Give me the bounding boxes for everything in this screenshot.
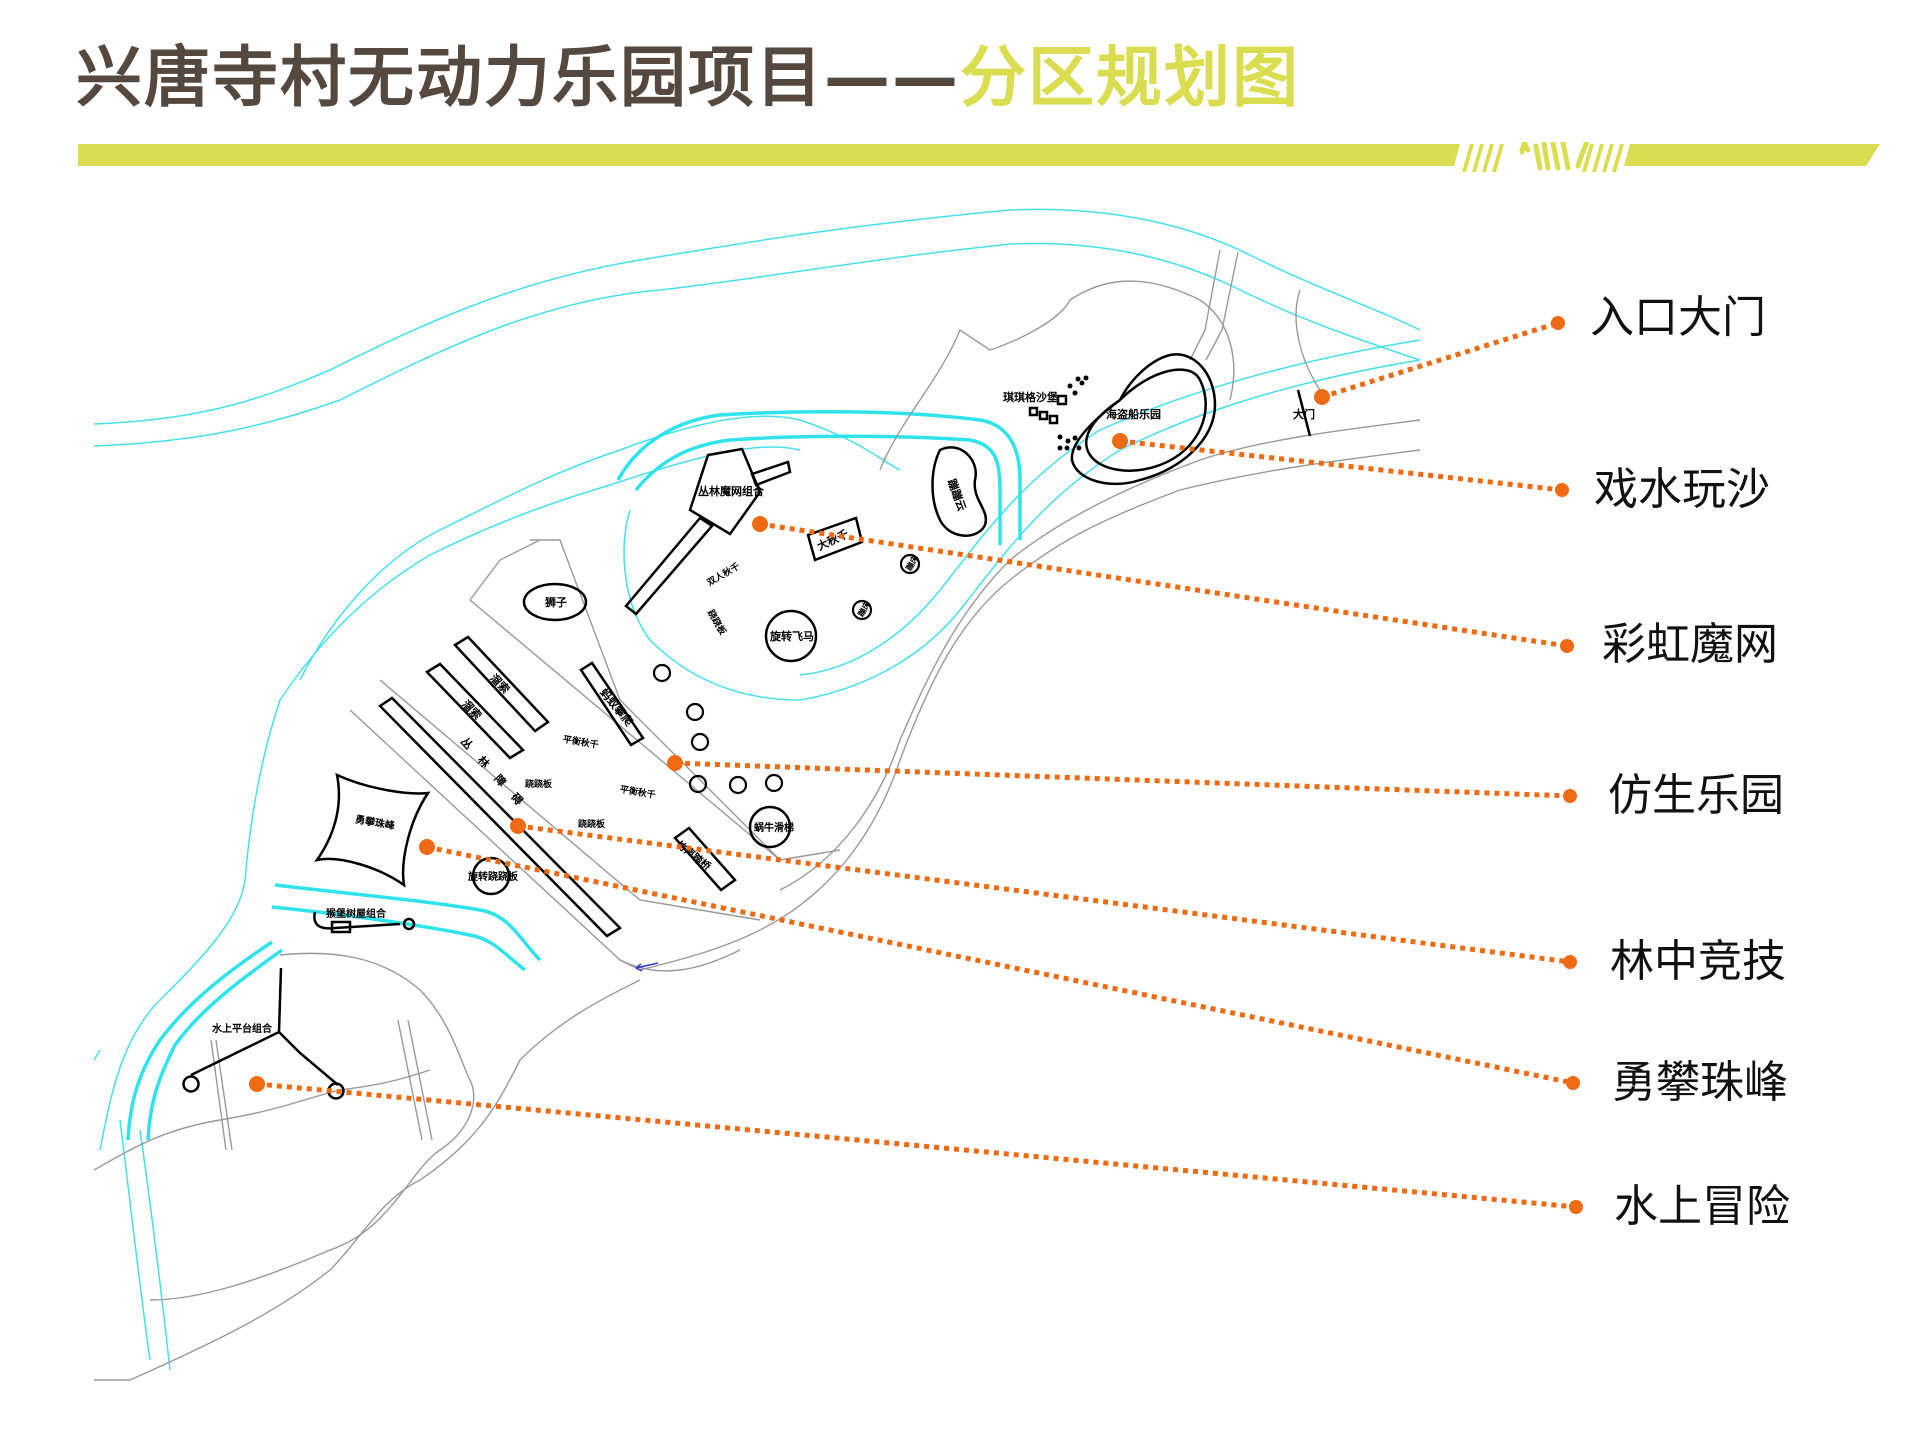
- zone-label: 水上冒险: [1614, 1181, 1790, 1232]
- zone-map-marker: [419, 839, 435, 855]
- page-title: 兴唐寺村无动力乐园项目——分区规划图: [76, 38, 1300, 118]
- gate-line: [1296, 389, 1312, 437]
- river-bank: [93, 208, 1421, 425]
- river-bank: [93, 242, 1421, 447]
- zone-leader-line: [759, 521, 1568, 649]
- pirate-park-ring: [1085, 368, 1207, 472]
- map-label-gate: 大门: [1293, 407, 1315, 421]
- map-label-jungle-net: 丛林魔网组合: [698, 484, 765, 498]
- map-label-seesaw: 跷跷板: [578, 818, 606, 830]
- zone-map-marker: [1112, 433, 1128, 449]
- zone-label-marker: [1563, 789, 1577, 803]
- jungle-net-structure: [688, 447, 762, 536]
- zone-label: 林中竞技: [1610, 936, 1786, 987]
- zone-map-marker: [249, 1076, 265, 1092]
- title-highlight: 分区规划图: [960, 39, 1300, 116]
- zone-leader-line: [1119, 438, 1563, 493]
- zone-leader-line: [674, 760, 1571, 799]
- everest-structure: [314, 772, 431, 888]
- header-bar: [78, 142, 1880, 172]
- stream: [126, 940, 273, 1141]
- zone-label-marker: [1555, 483, 1569, 497]
- map-label-double-swing: 双人秋千: [705, 560, 742, 588]
- river-bank: [299, 415, 901, 681]
- map-label-snail-slide: 蜗牛滑梯: [754, 821, 794, 834]
- stream: [274, 883, 542, 962]
- zone-label: 勇攀珠峰: [1612, 1057, 1788, 1108]
- map-label-zipline: 溜索: [459, 697, 484, 722]
- map-label-pirate-park: 海盗船乐园: [1106, 407, 1161, 421]
- stream: [634, 434, 1002, 545]
- map-label-spin-seesaw: 旋转跷跷板: [467, 870, 519, 883]
- zone-leader-line: [426, 844, 1574, 1086]
- map-label-sand-castle: 琪琪格沙堡: [1003, 390, 1058, 404]
- stream: [271, 905, 527, 972]
- map-label-seesaw: 跷跷板: [525, 778, 553, 790]
- map-label-balance-swing: 平衡秋千: [562, 733, 600, 751]
- zone-leader-line: [517, 823, 1571, 965]
- stream: [146, 948, 284, 1141]
- map-label-bamboo-bridge: 竹声踏桥: [673, 837, 714, 873]
- zone-leader-line: [256, 1081, 1577, 1210]
- zone-label-marker: [1566, 1076, 1580, 1090]
- map-label-water-platform: 水上平台组合: [211, 1022, 273, 1035]
- zone-map-marker: [752, 516, 768, 532]
- zone-map-marker: [667, 755, 683, 771]
- map-label-seesaw: 跷跷板: [705, 608, 729, 638]
- zone-label-marker: [1569, 1200, 1583, 1214]
- zone-label-marker: [1551, 316, 1565, 330]
- map-label-carousel: 旋转飞马: [769, 629, 814, 643]
- direction-arrow-icon: [635, 962, 659, 972]
- zone-label: 戏水玩沙: [1594, 464, 1770, 515]
- map-label-bouncy-cloud: 蹦蹦云: [945, 477, 969, 513]
- zone-label: 仿生乐园: [1608, 770, 1784, 821]
- water-platform: [190, 967, 339, 1086]
- zone-map-marker: [510, 818, 526, 834]
- map-label-lion: 狮子: [544, 595, 567, 609]
- map-label-everest: 勇攀珠峰: [354, 813, 397, 833]
- horse-logo-icon: [1519, 142, 1590, 171]
- zone-map-marker: [1314, 389, 1330, 405]
- zone-leader-line: [1321, 320, 1559, 400]
- zone-leaders: [249, 316, 1583, 1214]
- stream: [616, 409, 1022, 540]
- map-label-zipline: 溜索: [487, 671, 512, 696]
- title-main: 兴唐寺村无动力乐园项目——: [76, 39, 960, 116]
- zone-label: 彩虹魔网: [1602, 619, 1778, 670]
- zone-label-marker: [1563, 955, 1577, 969]
- map-label-treehouse: 猴堡树屋组合: [326, 907, 387, 920]
- zone-label: 入口大门: [1590, 292, 1766, 343]
- map-label-balance-swing: 平衡秋千: [619, 783, 657, 801]
- zone-label-marker: [1560, 639, 1574, 653]
